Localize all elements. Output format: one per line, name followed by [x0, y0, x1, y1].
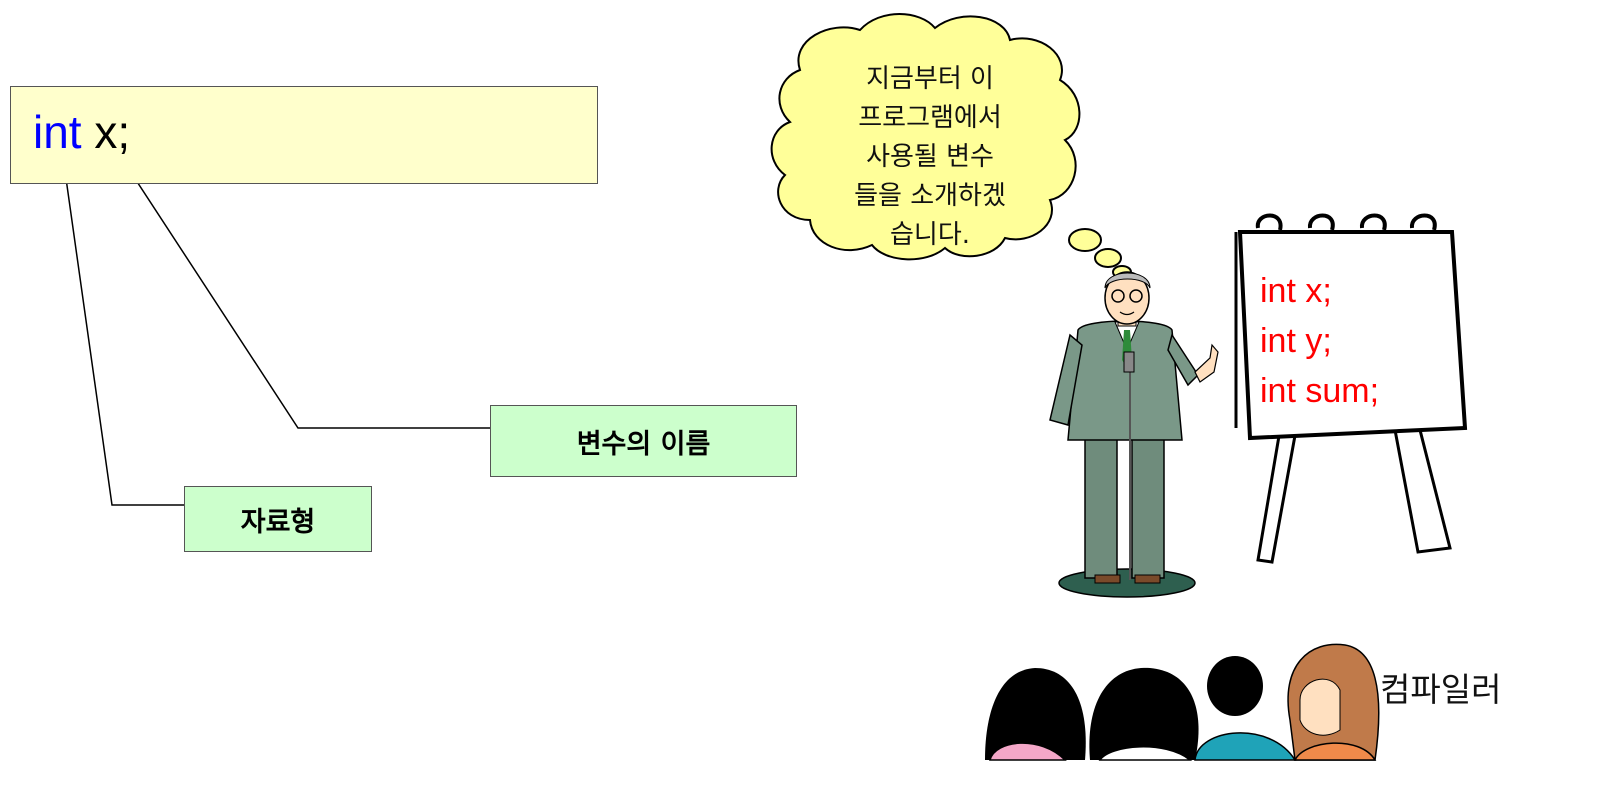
bubble-line: 습니다. — [889, 220, 971, 250]
bubble-line: 들을 소개하겠 — [854, 181, 1006, 211]
name-connector-line — [114, 147, 490, 429]
presenter-figure — [1049, 271, 1219, 598]
code-variable: x; — [94, 106, 131, 158]
type-connector-line — [61, 149, 184, 506]
audience-group — [985, 643, 1380, 761]
bubble-line: 사용될 변수 — [866, 142, 994, 172]
easel-board — [1234, 213, 1468, 564]
bubble-line: 지금부터 이 — [866, 64, 994, 94]
variable-name-label: 변수의 이름 — [490, 405, 797, 477]
compiler-label: 컴파일러 — [1380, 670, 1502, 709]
board-line: int sum; — [1260, 372, 1380, 410]
code-declaration-box: int x; — [10, 86, 598, 184]
board-line: int x; — [1260, 272, 1332, 310]
board-line: int y; — [1260, 322, 1332, 360]
code-keyword: int — [33, 106, 82, 158]
speech-bubble-text: 지금부터 이 프로그램에서 사용될 변수 들을 소개하겠 습니다. — [790, 60, 1070, 255]
thought-bubble — [770, 13, 1132, 279]
board-code: int x; int y; int sum; — [1260, 266, 1379, 416]
bubble-line: 프로그램에서 — [858, 103, 1002, 133]
data-type-label: 자료형 — [184, 486, 372, 552]
code-line: int x; — [33, 107, 130, 157]
